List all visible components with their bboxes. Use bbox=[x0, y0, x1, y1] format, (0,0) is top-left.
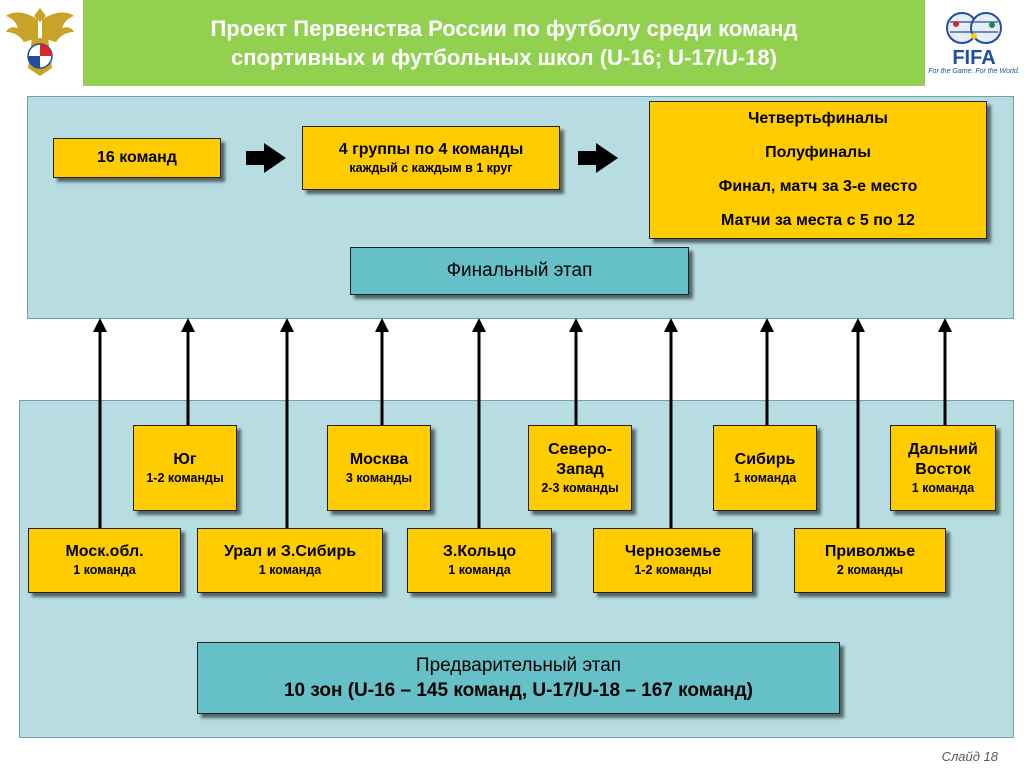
zone-moskva: Москва 3 команды bbox=[327, 425, 431, 511]
zone-mosk-obl: Моск.обл. 1 команда bbox=[28, 528, 181, 593]
zone-dalniy-vostok: Дальний Восток 1 команда bbox=[890, 425, 996, 511]
groups-box: 4 группы по 4 команды каждый с каждым в … bbox=[302, 126, 560, 190]
zone-name: Дальний Восток bbox=[908, 440, 978, 478]
zone-z-koltso: З.Кольцо 1 команда bbox=[407, 528, 552, 593]
zone-name: Моск.обл. bbox=[65, 543, 144, 560]
playoff-placement: Матчи за места с 5 по 12 bbox=[721, 212, 915, 229]
preliminary-stage-summary: 10 зон (U-16 – 145 команд, U-17/U-18 – 1… bbox=[283, 680, 754, 701]
right-arrow-1-icon bbox=[246, 143, 286, 173]
zone-sibir: Сибирь 1 команда bbox=[713, 425, 817, 511]
zone-ural-z-sibir: Урал и З.Сибирь 1 команда bbox=[197, 528, 383, 593]
zone-name: Урал и З.Сибирь bbox=[223, 543, 357, 560]
zone-teams: 3 команды bbox=[345, 470, 413, 485]
zone-teams: 1 команда bbox=[733, 470, 797, 485]
zone-teams: 1 команда bbox=[73, 563, 136, 577]
rfu-logo bbox=[2, 2, 78, 84]
zone-severo-zapad: Северо- Запад 2-3 команды bbox=[528, 425, 632, 511]
playoffs-box: Четвертьфиналы Полуфиналы Финал, матч за… bbox=[649, 101, 987, 239]
fifa-logo: FIFA bbox=[926, 8, 1022, 80]
zone-teams: 1 команда bbox=[258, 563, 322, 577]
zone-teams: 1-2 команды bbox=[634, 563, 712, 577]
slide-header: Проект Первенства России по футболу сред… bbox=[83, 0, 925, 86]
slide-number: Слайд 18 bbox=[941, 749, 998, 764]
zone-name: Приволжье bbox=[824, 543, 916, 560]
playoff-quarterfinals: Четвертьфиналы bbox=[748, 110, 888, 127]
zone-name: Москва bbox=[349, 450, 409, 468]
zone-yug: Юг 1-2 команды bbox=[133, 425, 237, 511]
slide-title-line-2: спортивных и футбольных школ (U-16; U-17… bbox=[231, 45, 777, 70]
zone-teams: 1-2 команды bbox=[146, 470, 224, 485]
slide-title-line-1: Проект Первенства России по футболу сред… bbox=[210, 16, 798, 41]
groups-title: 4 группы по 4 команды bbox=[338, 140, 524, 158]
teams-count-label: 16 команд bbox=[97, 149, 177, 166]
playoff-semifinals: Полуфиналы bbox=[765, 144, 871, 161]
final-stage-text: Финальный этап bbox=[446, 260, 593, 281]
preliminary-stage-label: Предварительный этап 10 зон (U-16 – 145 … bbox=[197, 642, 840, 714]
zone-teams: 2-3 команды bbox=[541, 480, 619, 495]
zone-teams: 1 команда bbox=[448, 563, 511, 577]
fifa-wordmark: FIFA bbox=[952, 47, 995, 69]
playoff-final: Финал, матч за 3-е место bbox=[718, 178, 918, 195]
final-stage-label: Финальный этап bbox=[350, 247, 689, 295]
zone-teams: 1 команда bbox=[911, 480, 975, 495]
zone-name: Северо- Запад bbox=[548, 440, 612, 478]
zone-name: Черноземье bbox=[624, 543, 722, 560]
groups-subtitle: каждый с каждым в 1 круг bbox=[349, 160, 513, 175]
zone-teams: 2 команды bbox=[836, 563, 904, 577]
zone-name: Сибирь bbox=[734, 450, 796, 468]
fifa-tagline: For the Game. For the World. bbox=[928, 68, 1020, 75]
zone-privolzhye: Приволжье 2 команды bbox=[794, 528, 946, 593]
zone-name: З.Кольцо bbox=[442, 543, 517, 560]
zone-chernozemye: Черноземье 1-2 команды bbox=[593, 528, 753, 593]
preliminary-stage-title: Предварительный этап bbox=[415, 655, 622, 676]
right-arrow-2-icon bbox=[578, 143, 618, 173]
teams-count-box: 16 команд bbox=[53, 138, 221, 178]
zone-name: Юг bbox=[173, 450, 197, 468]
